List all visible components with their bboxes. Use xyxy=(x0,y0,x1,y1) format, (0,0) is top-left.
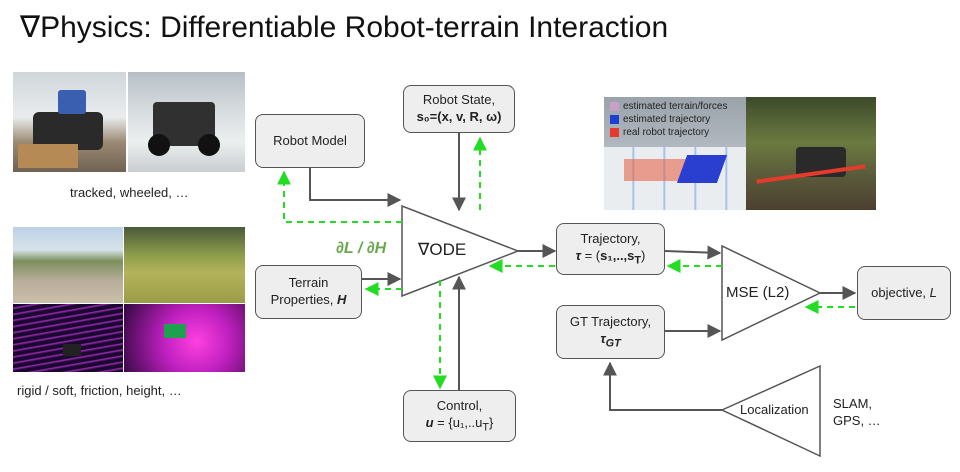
robot-state-line2: s₀=(x, v, R, ω) xyxy=(416,109,502,124)
tracked-robot-photo xyxy=(13,72,126,172)
arrow-robot-model-to-ode xyxy=(309,168,402,207)
legend-swatch-estimated xyxy=(610,115,619,124)
terrain-pointcloud-2 xyxy=(124,304,245,372)
gt-trajectory-box: GT Trajectory, τGT xyxy=(556,305,665,359)
terrain-caption: rigid / soft, friction, height, … xyxy=(17,383,182,398)
trajectory-line1: Trajectory, xyxy=(580,230,641,246)
grad-arrow-to-robot-model xyxy=(277,170,402,223)
mse-label: MSE (L2) xyxy=(726,284,790,301)
terrain-line2: Properties, H xyxy=(270,292,347,307)
robots-caption: tracked, wheeled, … xyxy=(70,185,189,200)
arrow-localization-to-gt xyxy=(603,361,722,411)
simulation-render xyxy=(604,97,746,210)
wheeled-robot-photo xyxy=(128,72,245,172)
objective-box: objective, L xyxy=(857,266,951,320)
localization-label: Localization xyxy=(740,402,809,417)
control-line1: Control, xyxy=(436,397,483,413)
terrain-pointcloud-1 xyxy=(13,304,123,372)
robot-state-line1: Robot State, xyxy=(422,92,496,108)
terrain-grass-photo xyxy=(124,227,245,303)
localization-sources: SLAM, GPS, … xyxy=(833,396,881,428)
gradient-label: ∂L / ∂H xyxy=(336,240,387,257)
gt-trajectory-line1: GT Trajectory, xyxy=(569,313,652,329)
terrain-line1: Terrain xyxy=(288,275,329,291)
robot-model-box: Robot Model xyxy=(255,114,365,168)
trajectory-box: Trajectory, τ = (s₁,..,sT) xyxy=(556,223,665,275)
localization-triangle xyxy=(720,364,821,458)
terrain-box: Terrain Properties, H xyxy=(255,265,362,319)
terrain-road-photo xyxy=(13,227,123,303)
legend-item-estimated: estimated trajectory xyxy=(610,113,728,126)
trajectory-line2: τ = (s₁,..,sT) xyxy=(575,247,646,267)
forest-robot-photo xyxy=(746,97,876,210)
legend-item-terrain: estimated terrain/forces xyxy=(610,100,728,113)
robot-state-box: Robot State, s₀=(x, v, R, ω) xyxy=(403,85,515,133)
legend-item-real: real robot trajectory xyxy=(610,126,728,139)
objective-label: objective, L xyxy=(871,284,937,300)
page-title: ∇Physics: Differentiable Robot-terrain I… xyxy=(20,11,669,44)
legend-swatch-real xyxy=(610,128,619,137)
arrow-trajectory-to-mse xyxy=(664,245,722,260)
legend-swatch-terrain xyxy=(610,102,619,111)
ode-label: ∇ODE xyxy=(418,240,467,259)
control-line2: u = {u₁,..uT} xyxy=(425,414,494,434)
robot-model-label: Robot Model xyxy=(273,132,347,148)
control-box: Control, u = {u₁,..uT} xyxy=(403,390,516,442)
gt-trajectory-line2: τGT xyxy=(600,330,621,350)
ode-triangle xyxy=(401,204,521,298)
mse-triangle xyxy=(721,244,822,342)
simulation-legend: estimated terrain/forces estimated traje… xyxy=(610,100,728,139)
